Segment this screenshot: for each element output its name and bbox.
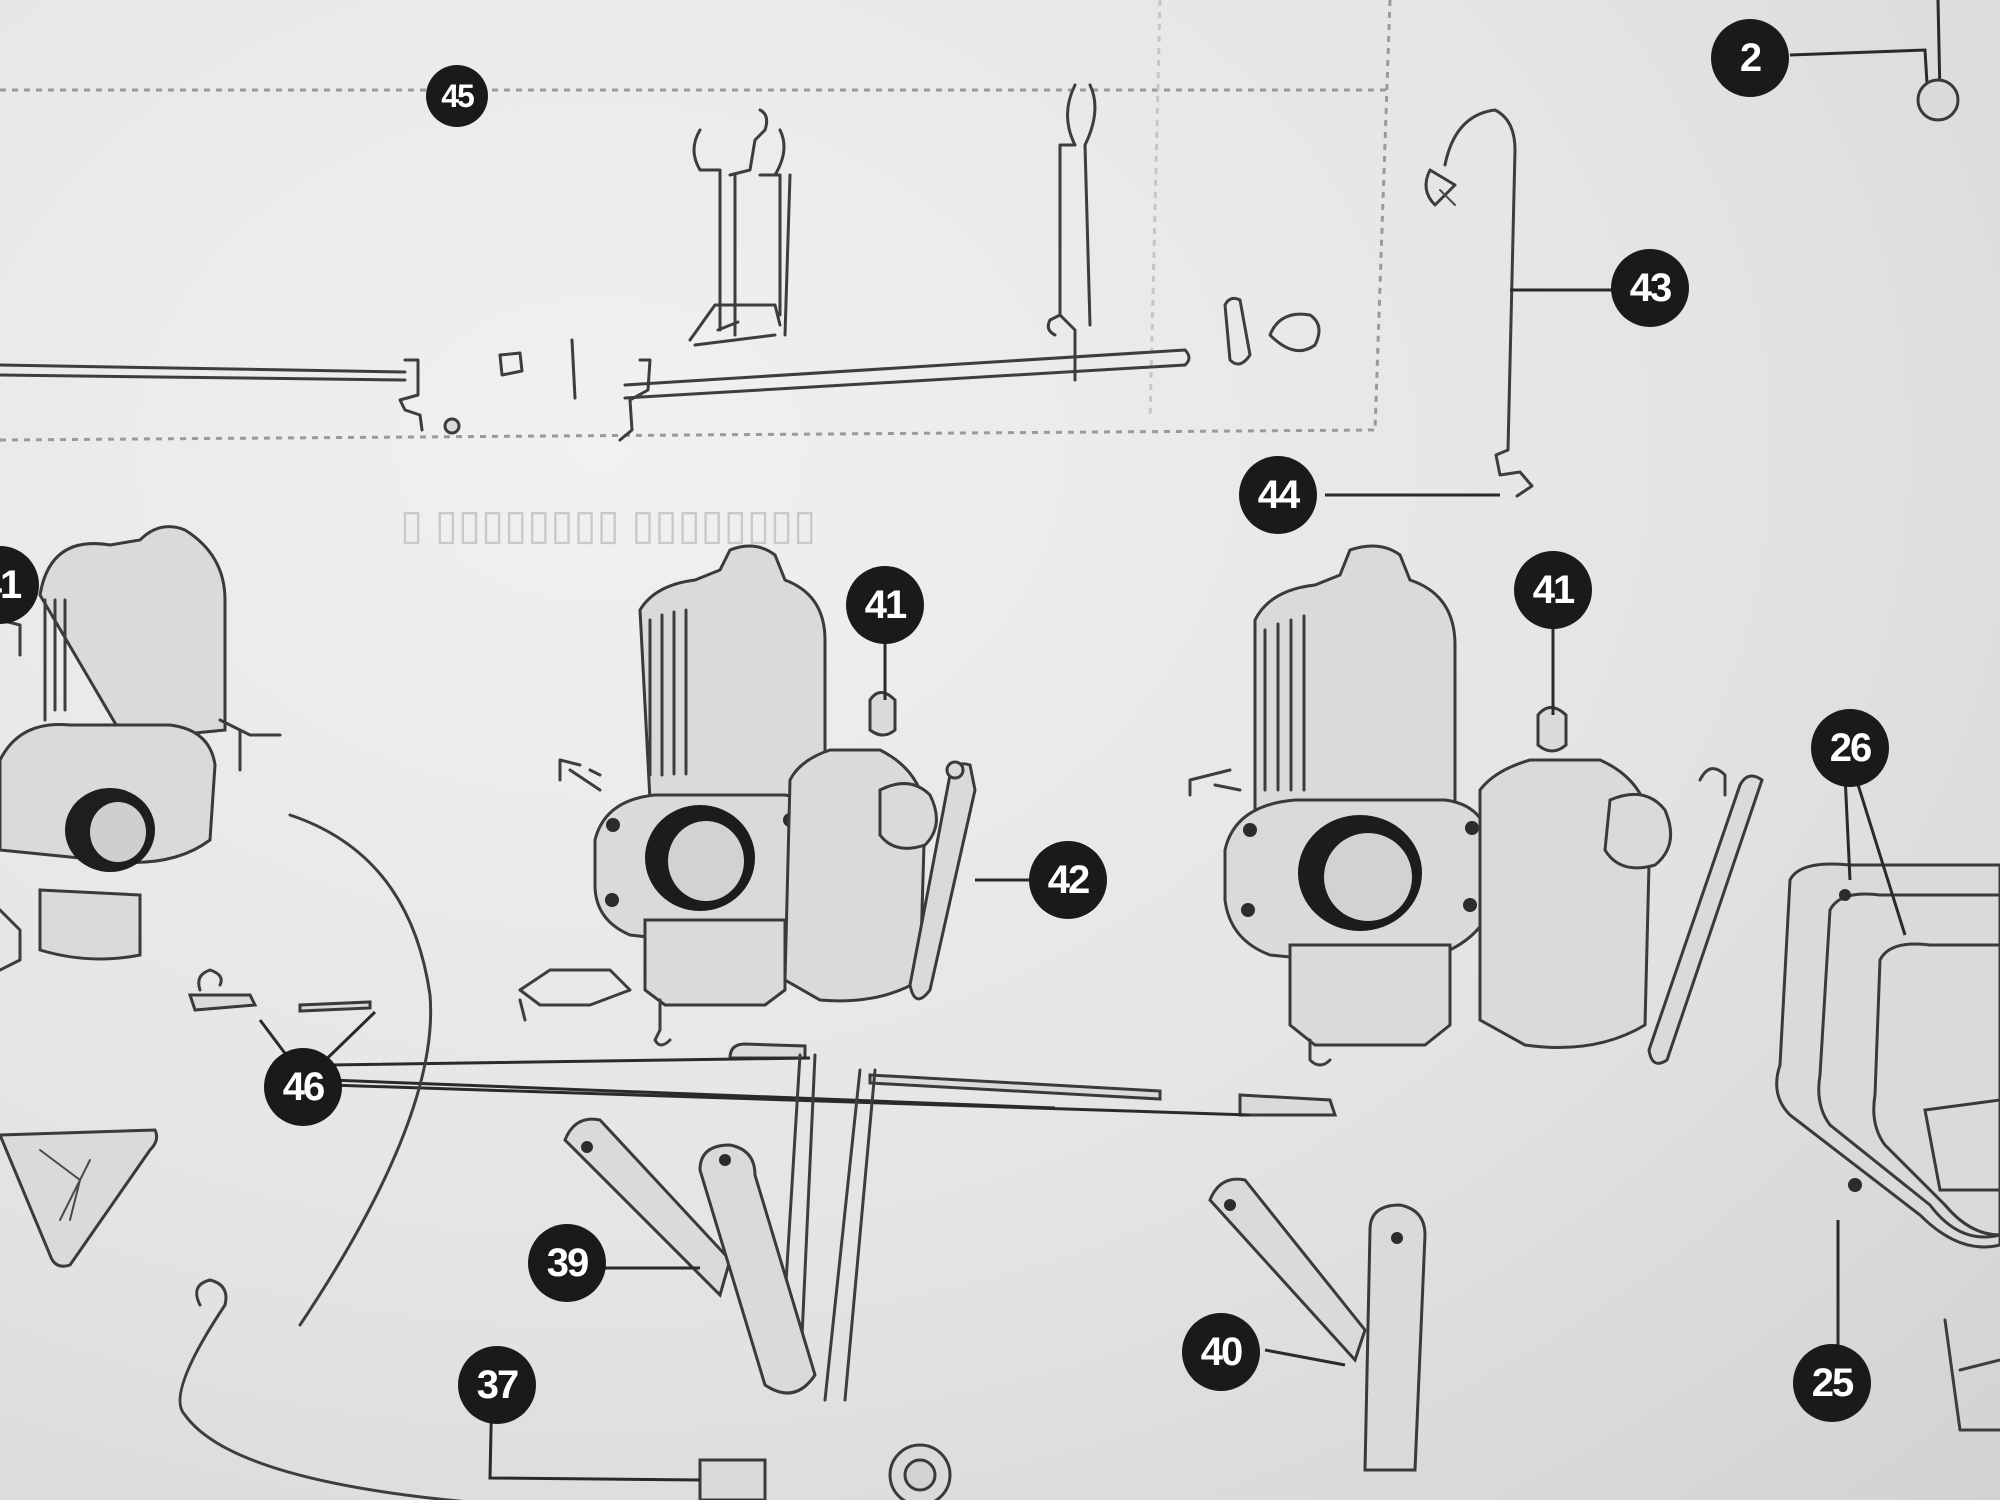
linkage-group-boundary <box>0 0 1392 442</box>
callout-46: 46 <box>264 1048 342 1126</box>
carburettor-right <box>1188 544 1764 1067</box>
choke-rod <box>1424 108 1534 498</box>
triangle-gasket <box>0 1128 159 1268</box>
throttle-linkage-shaft <box>0 83 1321 442</box>
carburettor-left <box>0 525 282 972</box>
callout-40: 40 <box>1182 1313 1260 1391</box>
callout-45: 45 <box>426 65 488 127</box>
callout-2: 2 <box>1711 19 1789 97</box>
callout-25: 25 <box>1793 1344 1871 1422</box>
callout-41-centre: 41 <box>846 566 924 644</box>
callout-43: 43 <box>1611 249 1689 327</box>
callout-41-right: 41 <box>1514 551 1592 629</box>
callout-37: 37 <box>458 1346 536 1424</box>
callout-26: 26 <box>1811 709 1889 787</box>
callout-39: 39 <box>528 1224 606 1302</box>
page-fold-line <box>1148 0 1162 421</box>
bleed-through-text: ▯ ▯▯▯▯▯▯▯▯ ▯▯▯▯▯▯▯▯ <box>400 501 817 548</box>
callout-44: 44 <box>1239 456 1317 534</box>
parts-25-26-gaskets <box>1775 774 2000 1432</box>
carburettor-centre <box>518 544 1030 1047</box>
part-39-bracket <box>563 1117 817 1395</box>
part-2-washer <box>1789 0 1960 122</box>
callout-42: 42 <box>1029 841 1107 919</box>
part-40-bracket <box>1208 1177 1427 1472</box>
part-37-cable <box>178 813 952 1500</box>
part-46-rods <box>187 968 1338 1117</box>
